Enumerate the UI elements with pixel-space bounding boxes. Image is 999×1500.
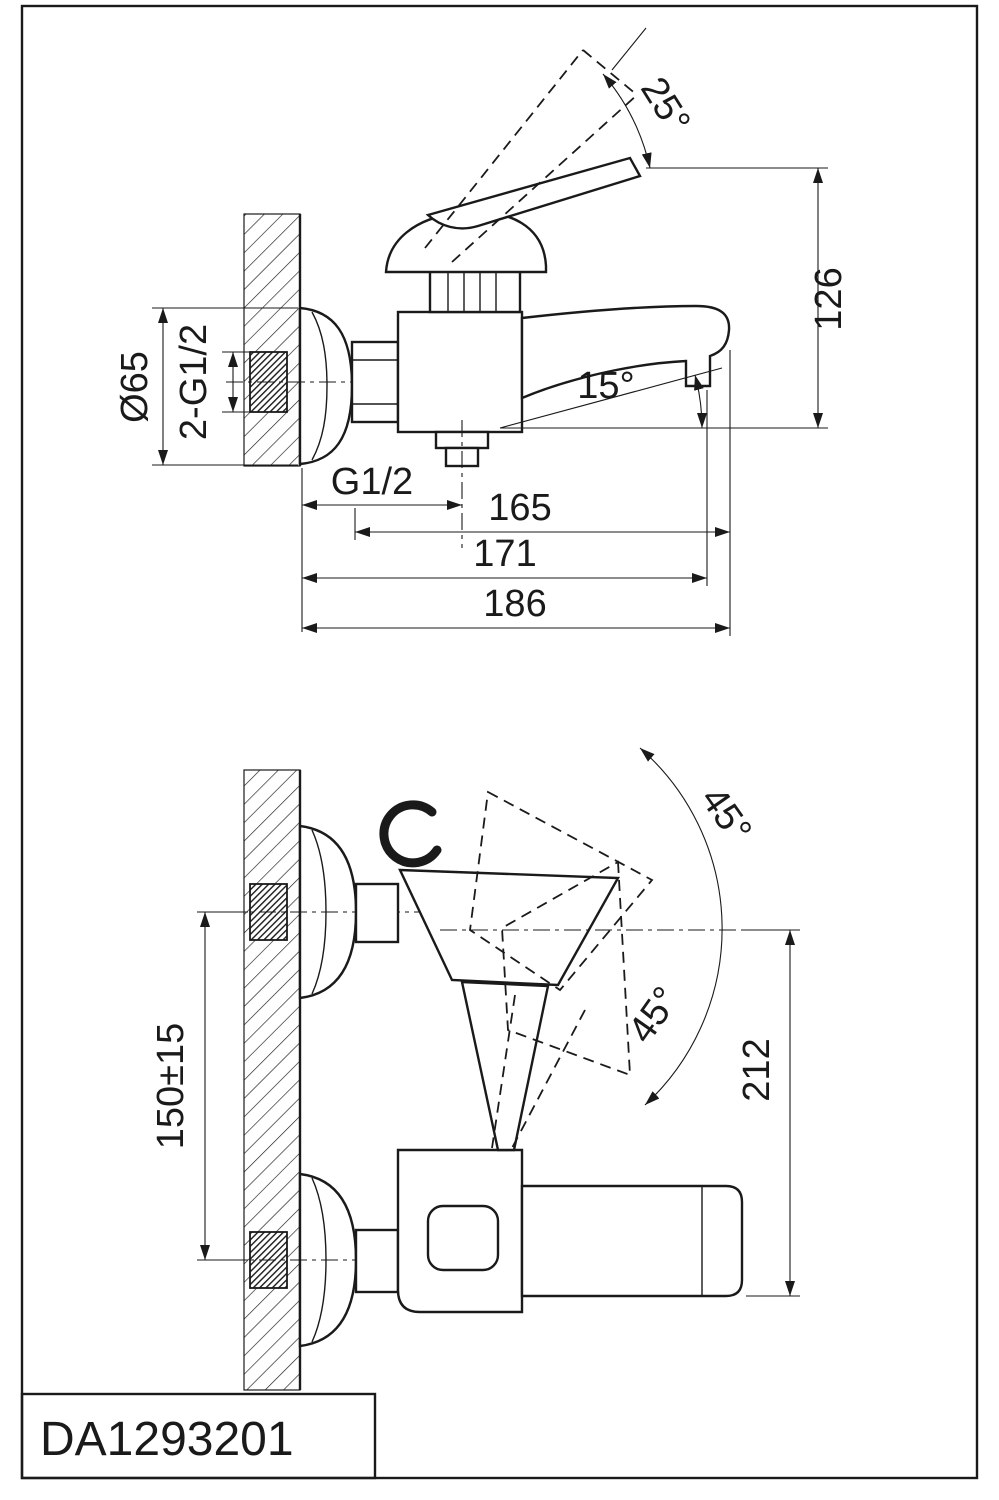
height-total-dim: [746, 930, 800, 1297]
wall-flange: [298, 306, 354, 466]
reach-dims: [302, 350, 731, 636]
title-block: DA1293201: [20, 1392, 377, 1480]
spout-side: [520, 304, 731, 400]
handle-front: [398, 868, 621, 987]
inlet-spacing-dim: [197, 911, 248, 1261]
handle-neck-front: [460, 980, 586, 1152]
swing-arc: [639, 747, 723, 1106]
dim-height-total: 212: [736, 1038, 778, 1101]
front-view: 45° 45° 150±15 212: [150, 747, 800, 1391]
side-view: 25° 15° Ø65 2-G1/2: [114, 27, 850, 636]
handle-side: [384, 156, 642, 274]
faucet-body-front: [396, 1148, 744, 1314]
height-dim: [646, 167, 828, 428]
sheet-frame: [20, 4, 979, 1480]
dim-swing-lower: 45°: [620, 980, 687, 1051]
dim-reach-mid: 171: [473, 533, 536, 575]
lower-connector: [354, 1228, 400, 1294]
faucet-body-side: [396, 268, 524, 434]
front-view-wall: [243, 769, 302, 1391]
dim-wall-threads: 2-G1/2: [173, 324, 215, 440]
spout-angle-dim: [499, 367, 828, 429]
dim-reach-total: 186: [483, 583, 546, 625]
upper-inlet-thread: [249, 883, 288, 941]
model-number: DA1293201: [40, 1413, 294, 1466]
shower-hook: [379, 800, 442, 868]
dim-swing-upper: 45°: [692, 780, 759, 851]
dim-handle-angle: 25°: [632, 70, 698, 141]
side-view-wall: [243, 213, 302, 467]
dim-flange-diameter: Ø65: [114, 351, 156, 423]
shower-outlet-side: [434, 420, 490, 548]
connection-nut: [350, 340, 400, 424]
handle-swing-dashed: [469, 790, 654, 1077]
upper-connector: [354, 882, 400, 944]
dim-inlet-spacing: 150±15: [150, 1023, 192, 1150]
outlet-thread-dim: [301, 468, 462, 632]
dim-spout-angle: 15°: [577, 365, 634, 407]
dim-outlet-thread: G1/2: [331, 461, 413, 503]
dim-height: 126: [808, 267, 850, 330]
dim-reach-spout: 165: [488, 487, 551, 529]
wall-thread-dim: [222, 351, 250, 413]
handle-raised-dashed: [424, 27, 652, 263]
